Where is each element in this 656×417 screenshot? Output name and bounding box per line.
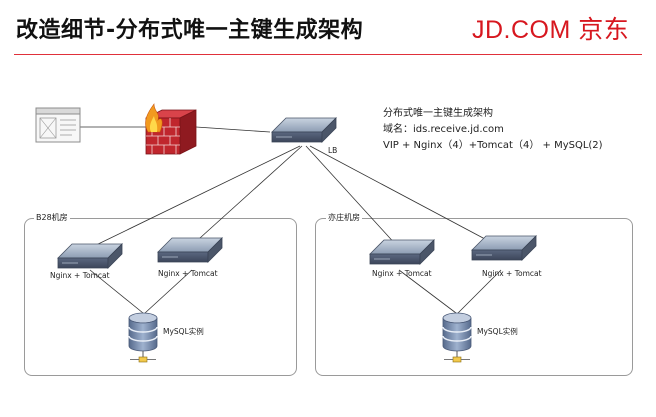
title-divider [14, 54, 642, 55]
room-label-b28: B28机房 [34, 212, 70, 223]
b28-db-label: MySQL实例 [163, 327, 204, 336]
brand-logo: JD.COM 京东 [472, 16, 630, 44]
slide-title: 改造细节-分布式唯一主键生成架构 [16, 18, 364, 43]
browser-window-icon [35, 107, 81, 143]
connection-lines [80, 126, 502, 314]
b28-server-2-icon [157, 237, 223, 263]
lb-label: LB [328, 146, 338, 155]
info-composition: VIP + Nginx（4）+Tomcat（4） + MySQL(2) [383, 140, 603, 151]
room-yizhuang [315, 218, 633, 376]
info-domain: 域名：ids.receive.jd.com [383, 124, 504, 135]
yizhuang-server-2-icon [471, 235, 537, 261]
b28-server-1-label: Nginx + Tomcat [50, 271, 110, 280]
room-b28 [24, 218, 297, 376]
firewall-icon [145, 103, 197, 155]
b28-server-2-label: Nginx + Tomcat [158, 269, 218, 278]
b28-server-1-icon [57, 243, 123, 269]
yizhuang-db-label: MySQL实例 [477, 327, 518, 336]
yizhuang-server-2-label: Nginx + Tomcat [482, 269, 542, 278]
b28-database-icon [128, 312, 158, 363]
yizhuang-database-icon [442, 312, 472, 363]
yizhuang-server-1-label: Nginx + Tomcat [372, 269, 432, 278]
info-architecture: 分布式唯一主键生成架构 [383, 108, 493, 119]
load-balancer-server-icon [271, 117, 337, 143]
room-label-yizhuang: 亦庄机房 [326, 212, 362, 223]
yizhuang-server-1-icon [369, 239, 435, 265]
